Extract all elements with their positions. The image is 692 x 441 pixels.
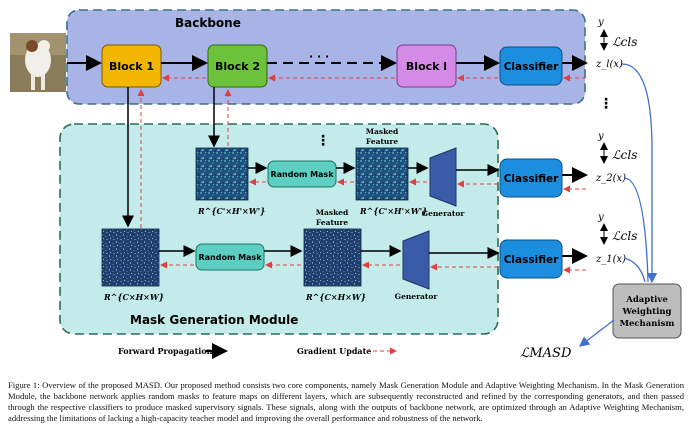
classifier-upper <box>499 158 563 198</box>
figure-caption: Figure 1: Overview of the proposed MASD.… <box>8 380 684 423</box>
block-1 <box>101 44 162 88</box>
classifier-backbone <box>499 46 563 86</box>
vertical-dots-right: ⋮ <box>599 96 613 112</box>
block-2 <box>207 44 268 88</box>
y-label-mid: y <box>597 131 604 142</box>
block-2-label: Block 2 <box>215 60 260 73</box>
aw-line2: Weighting <box>622 307 672 317</box>
feature-map-lower <box>101 228 160 287</box>
dim-lower-left: R^{C×H×W} <box>103 292 164 302</box>
generator-lower-label: Generator <box>395 292 439 301</box>
masked-feature-lower-line1: Masked <box>316 208 349 217</box>
masked-feature-map-upper <box>355 147 409 201</box>
adaptive-weighting-mechanism <box>612 283 682 339</box>
block-1-label: Block 1 <box>109 60 154 73</box>
input-image <box>10 33 66 92</box>
block-l <box>396 44 457 88</box>
vertical-dots-mgm: ⋮ <box>316 133 330 149</box>
masked-feature-lower-line2: Feature <box>316 218 348 227</box>
legend-forward-label: Forward Propagation <box>118 346 213 356</box>
lcls-low: ℒcls <box>612 229 637 243</box>
generator-upper-label: Generator <box>422 209 466 218</box>
aw-line3: Mechanism <box>620 319 675 329</box>
lcls-top: ℒcls <box>612 35 637 49</box>
aw-line1: Adaptive <box>625 295 668 305</box>
classifier-backbone-label: Classifier <box>504 61 559 73</box>
figure-diagram: Backbone Mask Generation Module Block 1 … <box>10 9 682 361</box>
mask-generation-module-title: Mask Generation Module <box>130 313 298 327</box>
random-mask-upper <box>267 160 337 188</box>
dim-lower-right: R^{C×H×W} <box>305 292 366 302</box>
y-label-low: y <box>597 212 604 223</box>
z-2-label: z_2(x) <box>595 173 626 184</box>
random-mask-lower-label: Random Mask <box>198 253 262 262</box>
legend-gradient-label: Gradient Update <box>297 346 371 356</box>
backbone-title: Backbone <box>175 16 241 30</box>
l-masd-label: ℒMASD <box>520 346 572 361</box>
lcls-mid: ℒcls <box>612 148 637 162</box>
classifier-lower-label: Classifier <box>504 254 559 266</box>
random-mask-upper-label: Random Mask <box>270 170 334 179</box>
feature-map-upper <box>195 147 249 201</box>
backbone-dots: · · · <box>309 50 329 63</box>
classifier-lower <box>499 239 563 279</box>
dim-upper-right: R^{C'×H'×W'} <box>359 206 427 216</box>
generator-lower <box>402 230 430 290</box>
random-mask-lower <box>195 243 265 271</box>
dim-upper-left: R^{C'×H'×W'} <box>197 206 265 216</box>
z-l-label: z_l(x) <box>595 59 623 70</box>
z-1-label: z_1(x) <box>595 254 626 265</box>
block-l-label: Block l <box>406 60 447 73</box>
generator-upper <box>429 147 457 207</box>
masked-feature-upper-line1: Masked <box>366 127 399 136</box>
y-label-top: y <box>597 17 604 28</box>
masked-feature-map-lower <box>303 228 362 287</box>
classifier-upper-label: Classifier <box>504 173 559 185</box>
masked-feature-upper-line2: Feature <box>366 137 398 146</box>
